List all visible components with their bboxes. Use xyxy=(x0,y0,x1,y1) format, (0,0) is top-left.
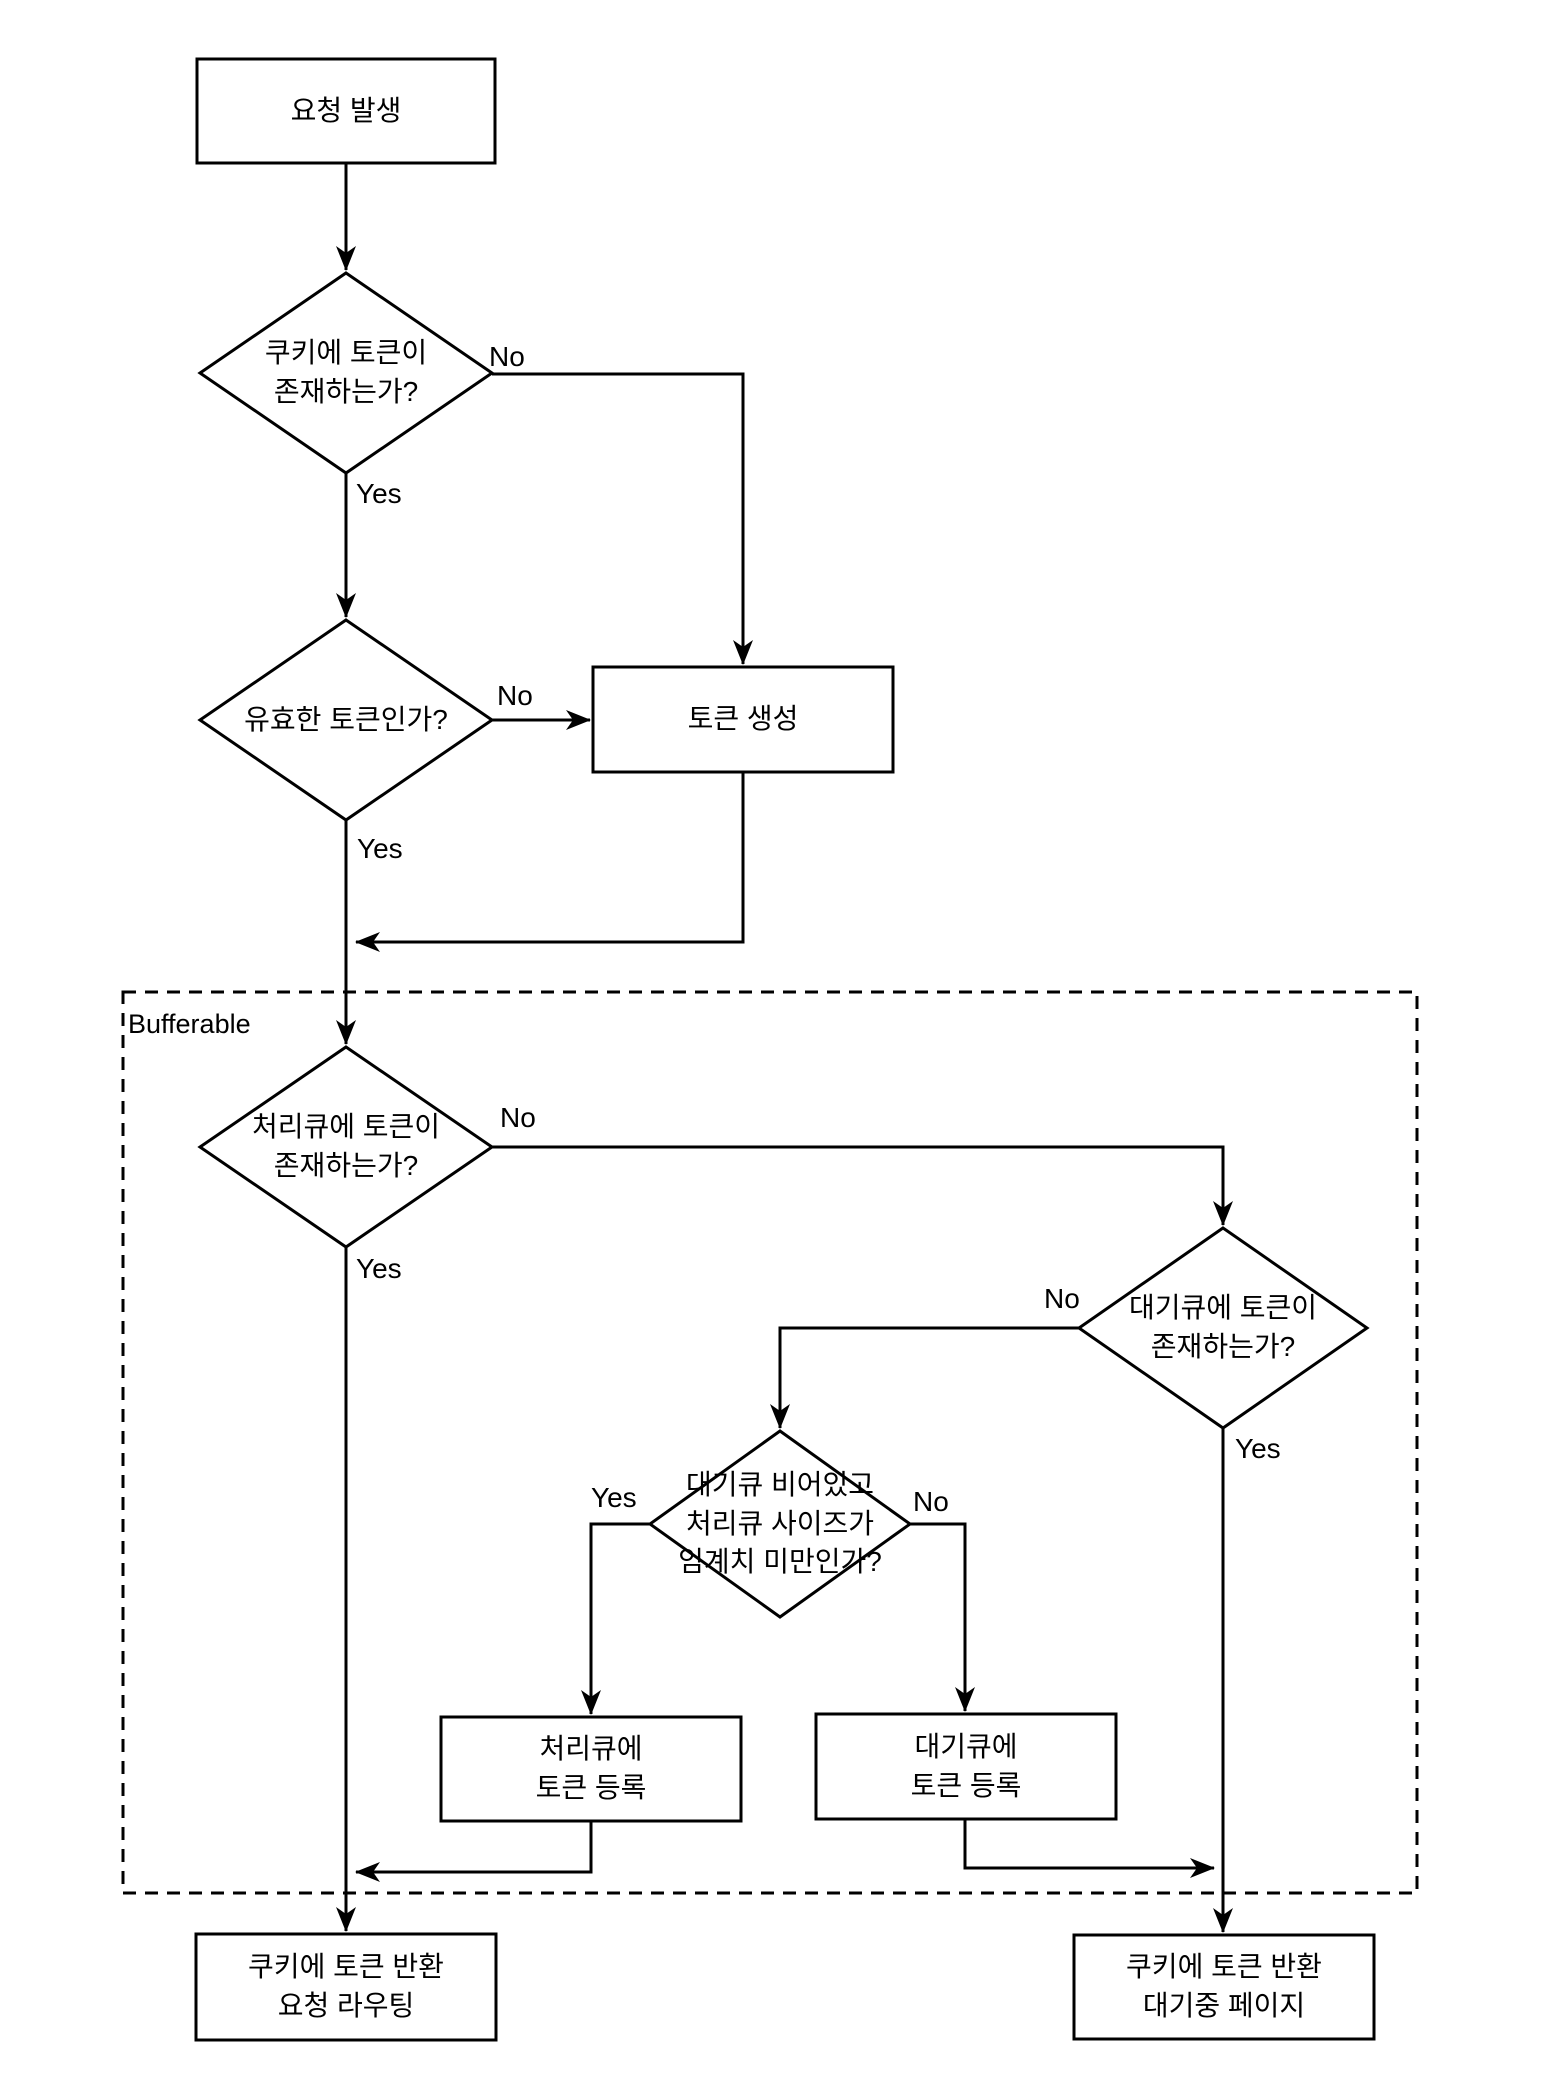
process-register-waiting-box xyxy=(814,1712,1118,1821)
node-register-waiting-label: 대기큐에 토큰 등록 xyxy=(910,1730,1022,1801)
decision-buffer-condition-diamond xyxy=(647,1429,913,1619)
process-start-box xyxy=(195,57,497,165)
edge-label-processing-queue-no: No xyxy=(500,1102,536,1133)
node-route-request-label: 쿠키에 토큰 반환 요청 라우팅 xyxy=(248,1951,444,2021)
process-register-processing-box xyxy=(439,1715,743,1823)
edge-register-waiting-to-waiting-page xyxy=(963,1819,1215,1878)
node-register-processing-label: 처리큐에 토큰 등록 xyxy=(535,1733,647,1803)
edge-label-processing-queue-yes: Yes xyxy=(356,1253,402,1284)
edge-waiting-queue-no-to-buffer-condition xyxy=(770,1326,1079,1429)
edge-label-valid-token-no: No xyxy=(497,680,533,711)
decision-waiting-queue-diamond xyxy=(1076,1226,1370,1430)
decision-processing-queue-diamond xyxy=(197,1045,495,1249)
process-waiting-page-box xyxy=(1072,1933,1376,2041)
edge-buffer-condition-no-to-register-waiting xyxy=(910,1522,975,1712)
node-processing-queue-label: 처리큐에 토큰이 존재하는가? xyxy=(251,1111,441,1181)
edge-label-cookie-token-no: No xyxy=(489,341,525,372)
bufferable-region-boundary xyxy=(121,990,1419,1895)
edge-cookie-token-no-to-create-token xyxy=(492,372,753,665)
node-cookie-token-label: 쿠키에 토큰이 존재하는가? xyxy=(264,337,428,407)
process-create-token-box xyxy=(591,665,895,774)
node-valid-token-label: 유효한 토큰인가? xyxy=(244,703,448,735)
edge-label-buffer-condition-no: No xyxy=(913,1486,949,1517)
node-buffer-condition-label: 대기큐 비어있고 처리큐 사이즈가 임계치 미만인가? xyxy=(678,1469,882,1578)
decision-cookie-token-diamond xyxy=(197,271,495,475)
edge-label-waiting-queue-no: No xyxy=(1044,1283,1080,1314)
edge-register-processing-to-route-request xyxy=(355,1821,593,1882)
edge-processing-queue-no-to-waiting-queue xyxy=(492,1145,1233,1226)
bufferable-region-label: Bufferable xyxy=(128,1009,251,1039)
decision-valid-token-diamond xyxy=(197,618,495,822)
edge-label-buffer-condition-yes: Yes xyxy=(591,1482,637,1513)
edge-label-waiting-queue-yes: Yes xyxy=(1235,1433,1281,1464)
process-route-request-box xyxy=(194,1932,498,2042)
edge-buffer-condition-yes-to-register-processing xyxy=(581,1522,650,1715)
node-create-token-label: 토큰 생성 xyxy=(687,703,799,735)
node-waiting-queue-label: 대기큐에 토큰이 존재하는가? xyxy=(1128,1292,1318,1362)
edge-label-valid-token-yes: Yes xyxy=(357,833,403,864)
node-start-label: 요청 발생 xyxy=(290,94,402,126)
edge-create-token-to-main-flow xyxy=(355,772,745,952)
node-waiting-page-label: 쿠키에 토큰 반환 대기중 페이지 xyxy=(1126,1951,1322,2021)
edge-label-cookie-token-yes: Yes xyxy=(356,478,402,509)
